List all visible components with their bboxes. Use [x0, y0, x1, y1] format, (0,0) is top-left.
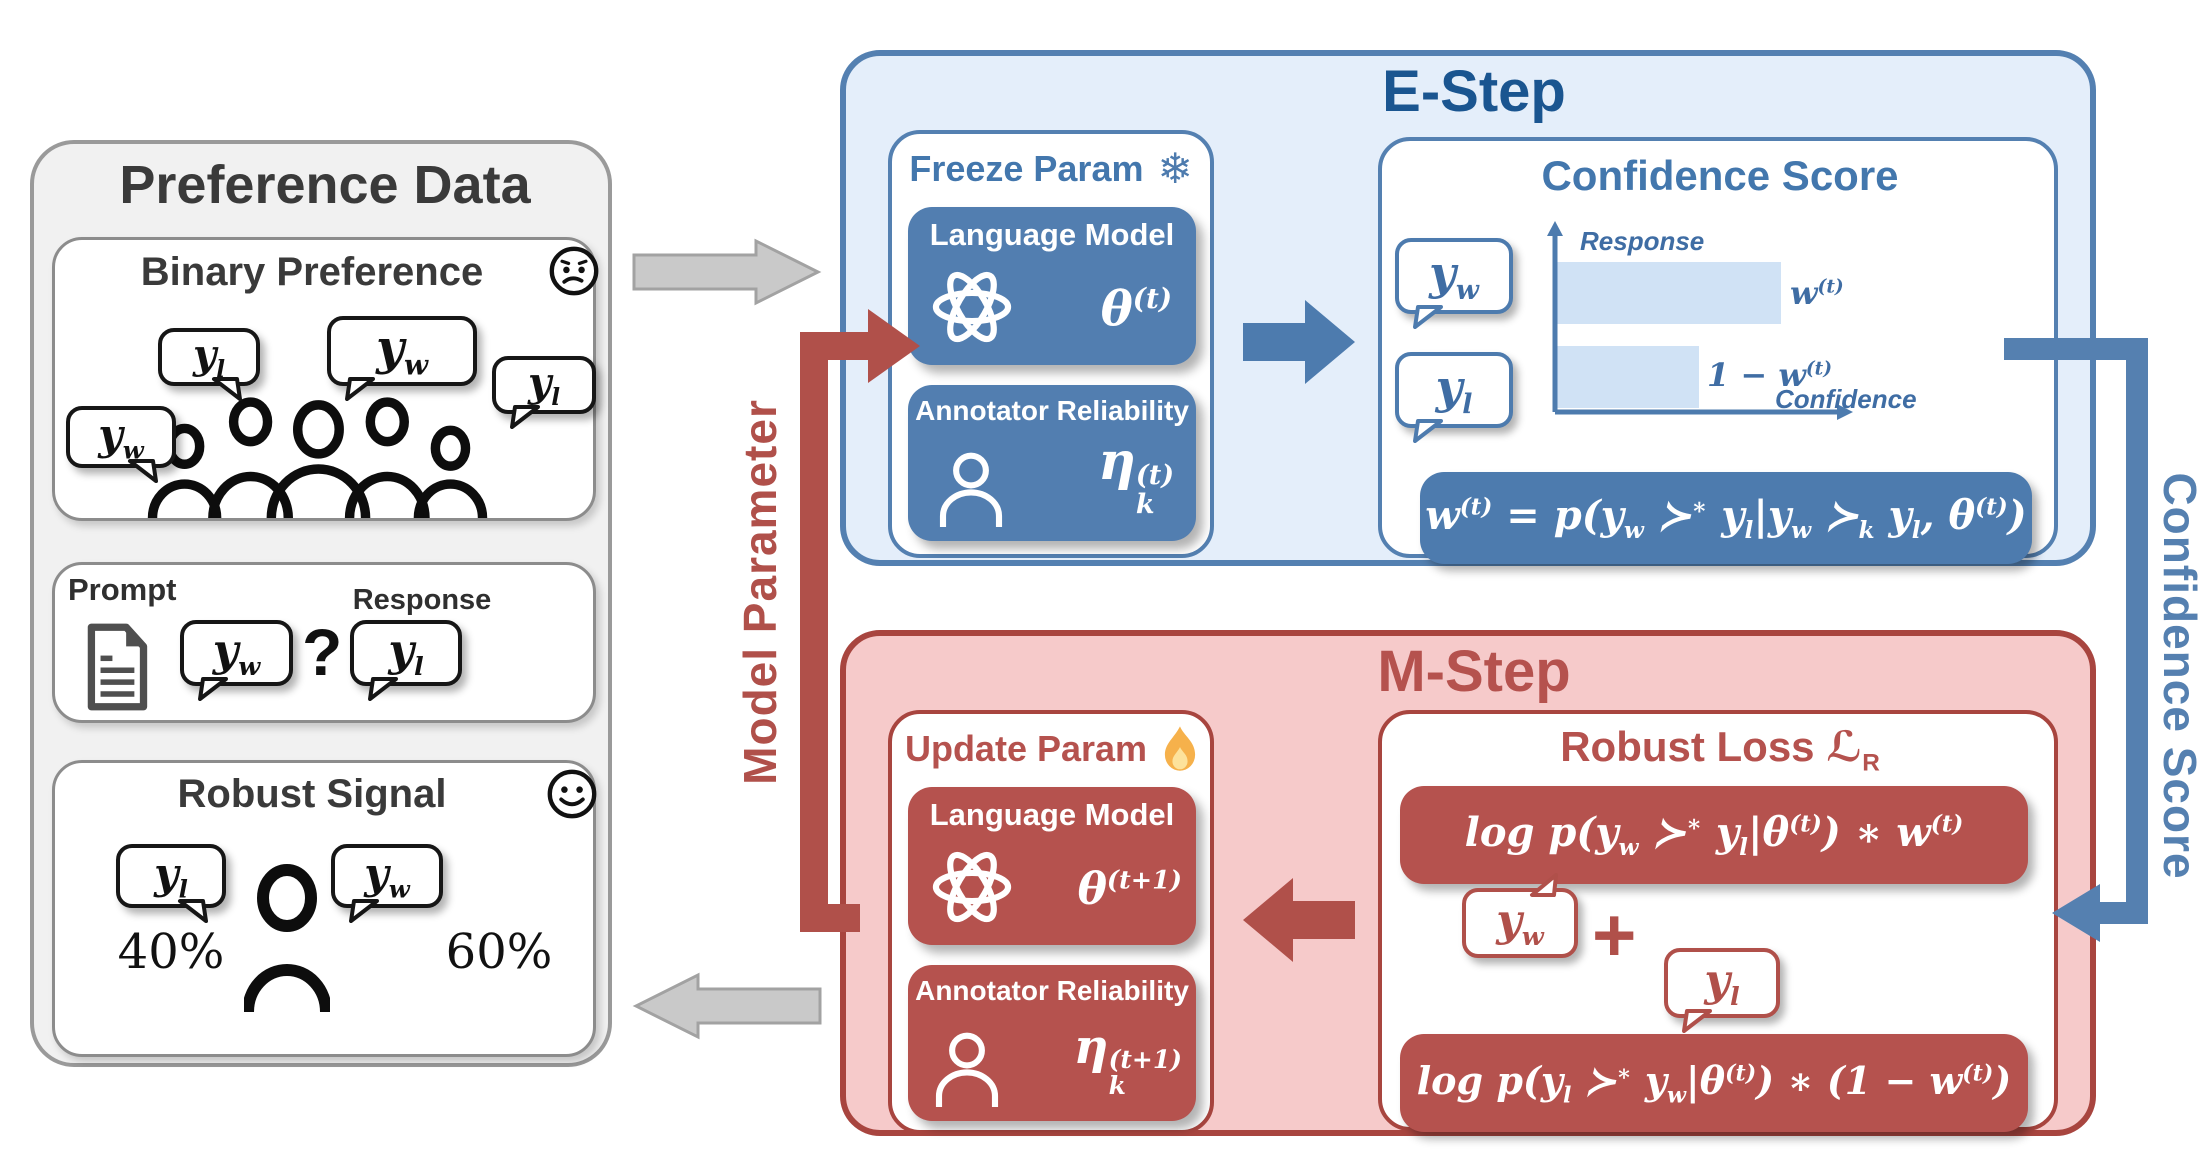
binary-preference-title: Binary Preference [140, 250, 484, 294]
speech-bubble-yl: yl [116, 844, 226, 923]
data-flow-arrow-right-icon [632, 238, 822, 306]
flame-icon [1164, 726, 1196, 771]
speech-bubble-yl: yl [492, 356, 596, 429]
confidence-bar-yl [1557, 346, 1699, 408]
confidence-score-connector [2096, 902, 2148, 924]
speech-bubble-yw: yw [1462, 873, 1578, 958]
language-model-block-m: Language Model θ(t+1) [908, 787, 1196, 945]
language-model-label: Language Model [929, 217, 1175, 252]
loss-lose-formula: log p(yl ≻∗ yw|θ(t)) ∗ (1 − w(t)) [1416, 1057, 2012, 1109]
speech-bubble-yl: yl [158, 328, 260, 401]
right-percentage: 60% [445, 924, 553, 980]
speech-bubble-yl: yl [350, 620, 462, 701]
person-icon [935, 1032, 999, 1107]
confidence-bar-yw [1557, 262, 1781, 324]
theta-t-param: θ(t) [1100, 281, 1172, 337]
annotator-reliability-block-m: Annotator Reliability η(t+1)k [908, 965, 1196, 1121]
question-mark: ? [302, 615, 343, 689]
smiley-face-icon [547, 769, 597, 819]
plus-sign: + [1592, 893, 1637, 978]
speech-bubble-yw: yw [327, 316, 477, 401]
robust-loss-title: Robust Loss ℒR [1560, 723, 1880, 777]
freeze-param-header: Freeze Param ❄ [888, 148, 1214, 190]
loss-lose-bar: log p(yl ≻∗ yw|θ(t)) ∗ (1 − w(t)) [1400, 1034, 2028, 1132]
model-parameter-connector [800, 904, 860, 932]
e-step-formula: w(t) = p(yw ≻∗ yl|yw ≻k yl, θ(t)) [1425, 492, 2027, 544]
model-parameter-connector [800, 332, 828, 932]
eta-t-param: η(t)k [1098, 431, 1174, 520]
loss-win-bar: log p(yw ≻∗ yl|θ(t)) ∗ w(t) [1400, 786, 2028, 884]
speech-bubble-yw: yw [1395, 238, 1513, 329]
e-step-formula-bar: w(t) = p(yw ≻∗ yl|yw ≻k yl, θ(t)) [1420, 472, 2032, 564]
response-label: Response [352, 584, 492, 616]
arrow-left-icon [1243, 878, 1355, 962]
chart-axes [1547, 221, 1853, 420]
theta-t1-param: θ(t+1) [1077, 864, 1182, 915]
confused-face-icon [549, 246, 599, 296]
person-icon [939, 452, 1003, 527]
annotator-reliability-label: Annotator Reliability [915, 395, 1189, 426]
y-axis-label: Response [1580, 226, 1705, 256]
freeze-param-title: Freeze Param [909, 148, 1144, 189]
prompt-label: Prompt [68, 572, 177, 607]
update-param-header: Update Param [888, 726, 1214, 772]
left-percentage: 40% [117, 924, 225, 980]
openai-logo-icon [932, 271, 1012, 343]
model-parameter-label: Model Parameter [734, 399, 786, 785]
loss-win-formula: log p(yw ≻∗ yl|θ(t)) ∗ w(t) [1464, 809, 1964, 861]
speech-bubble-yl: yl [1664, 948, 1780, 1033]
speech-bubble-yw: yw [66, 406, 176, 483]
annotator-reliability-block-e: Annotator Reliability η(t)k [908, 385, 1196, 541]
x-axis-label: Confidence [1775, 384, 1917, 414]
m-step-title: M-Step [1377, 639, 1571, 704]
robust-signal-title: Robust Signal [177, 772, 447, 816]
update-param-title: Update Param [904, 728, 1148, 769]
arrow-right-icon [1243, 300, 1355, 384]
bar-label-wt: w(t) [1790, 274, 1844, 312]
language-model-block-e: Language Model θ(t) [908, 207, 1196, 365]
confidence-score-connector [2126, 338, 2148, 924]
speech-bubble-yw: yw [180, 620, 293, 701]
confidence-score-title: Confidence Score [1541, 152, 1899, 199]
eta-t1-param: η(t+1)k [1073, 1018, 1182, 1100]
document-icon [87, 623, 148, 711]
language-model-label: Language Model [929, 797, 1175, 832]
bar-label-1-wt: 1 − w(t) [1707, 356, 1833, 394]
e-step-title: E-Step [1382, 59, 1566, 124]
confidence-score-label: Confidence Score [2154, 472, 2206, 880]
speech-bubble-yw: yw [331, 844, 443, 923]
annotator-reliability-label: Annotator Reliability [915, 975, 1189, 1006]
preference-data-title: Preference Data [119, 155, 531, 215]
data-flow-arrow-left-icon [632, 972, 822, 1040]
confidence-score-connector [2004, 338, 2148, 360]
speech-bubble-yl: yl [1395, 352, 1513, 443]
annotator-person-icon [244, 864, 330, 1012]
openai-logo-icon [932, 851, 1012, 923]
snowflake-icon: ❄ [1157, 145, 1193, 192]
